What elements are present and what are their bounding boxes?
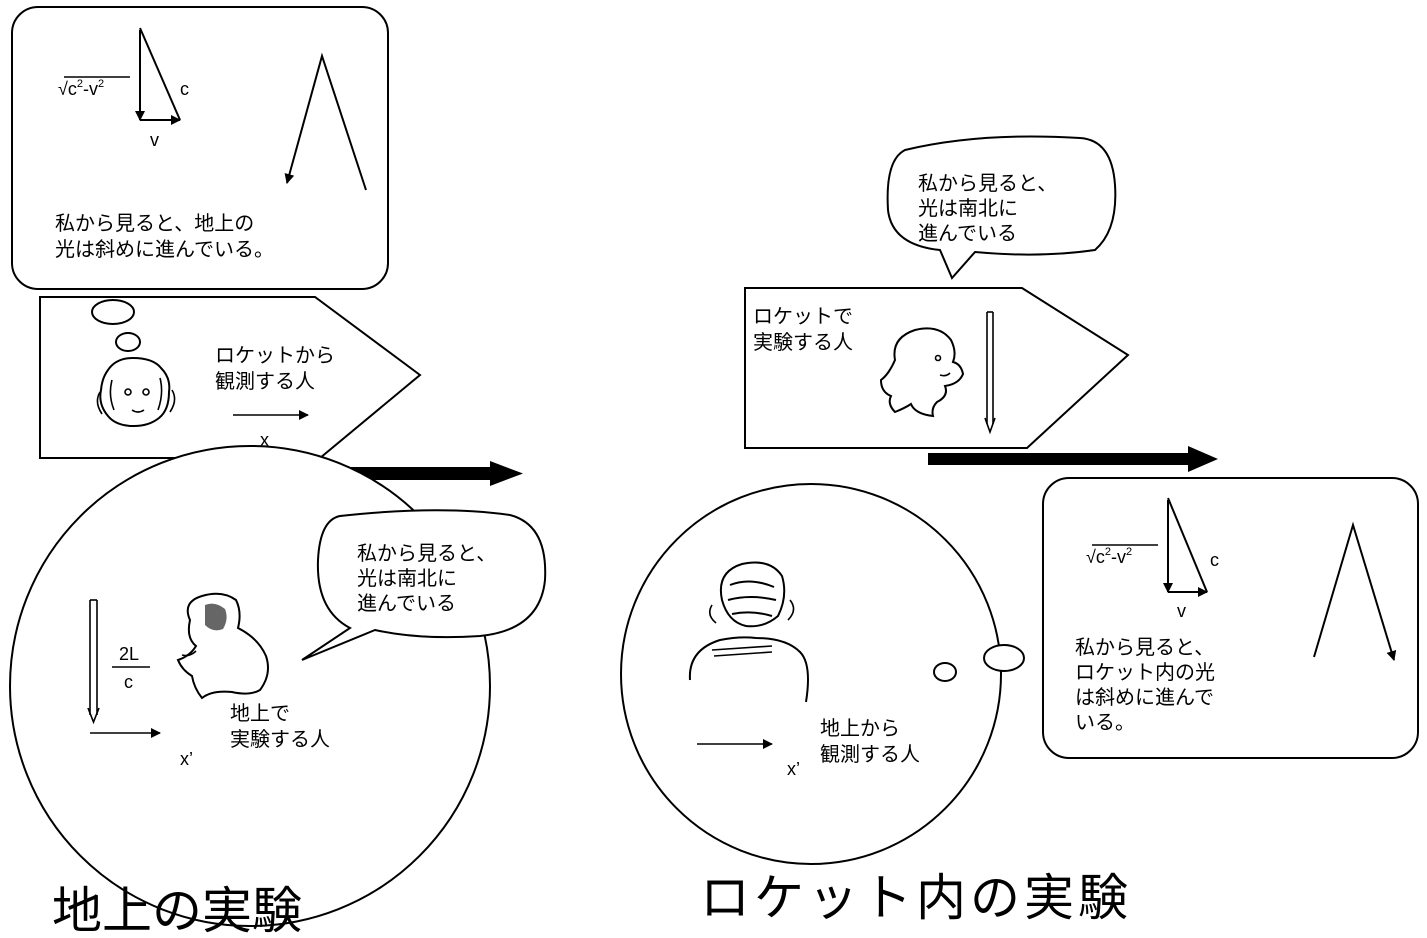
rocket-experimenter-label-1: ロケットで — [753, 304, 853, 328]
hyp-label: c — [180, 79, 189, 99]
base-label: v — [150, 130, 159, 150]
ground-observer-label-2: 観測する人 — [820, 742, 920, 766]
right-base-label: v — [1177, 601, 1186, 621]
right-hyp-label: c — [1210, 550, 1219, 570]
rocket-axis-label: x — [260, 430, 269, 450]
left-caption: 地上の実験 — [52, 882, 302, 938]
right-box-text-3: は斜めに進んで — [1075, 685, 1214, 709]
right-caption: ロケット内の実験 — [700, 869, 1132, 927]
right-triangle-diagram: √c2-v2 c v — [1086, 497, 1219, 621]
ground-observer-label-1: 地上から — [820, 716, 900, 740]
left-box-text-2: 光は斜めに進んでいる。 — [55, 237, 274, 261]
left-speech-bubble — [301, 509, 547, 661]
time-denominator: c — [124, 672, 133, 692]
left-bubble-text-1: 私から見ると、 — [357, 541, 496, 565]
rocket-observer-label-2: 観測する人 — [215, 369, 315, 393]
right-ground-circle — [620, 483, 1002, 865]
ground-experimenter-label-2: 実験する人 — [230, 727, 330, 751]
right-bubble-text-2: 光は南北に — [918, 196, 1018, 220]
rocket-experimenter-label-2: 実験する人 — [753, 330, 853, 354]
right-rocket-shape — [744, 287, 1130, 449]
right-sqrt-expression: √c2-v2 — [1086, 546, 1132, 567]
right-velocity-arrow — [928, 446, 1218, 472]
left-bubble-text-2: 光は南北に — [357, 566, 457, 590]
right-thought-bubble-small — [933, 662, 957, 682]
left-light-beam — [87, 599, 100, 725]
sqrt-expression: √c2-v2 — [58, 78, 104, 99]
right-ground-axis-label: x’ — [787, 759, 800, 779]
right-explanation-box — [1042, 477, 1419, 759]
right-box-text-2: ロケット内の光 — [1075, 660, 1215, 684]
left-zigzag-path — [284, 52, 367, 191]
ground-axis-label: x’ — [180, 749, 193, 769]
right-box-text-4: いる。 — [1075, 710, 1135, 734]
thought-bubble-large — [91, 299, 135, 325]
right-thought-bubble-large — [983, 644, 1025, 672]
left-bubble-text-3: 進んでいる — [357, 591, 456, 615]
right-bubble-text-1: 私から見ると、 — [918, 171, 1057, 195]
rocket-observer-label-1: ロケットから — [215, 343, 335, 367]
left-box-text-1: 私から見ると、地上の — [55, 211, 254, 235]
ground-experimenter-face-icon — [176, 592, 269, 700]
rocket-observer-face-icon — [96, 356, 176, 428]
rocket-experimenter-face-icon — [879, 327, 965, 418]
right-bubble-text-3: 進んでいる — [918, 221, 1017, 245]
thought-bubble-small — [115, 332, 141, 352]
right-zigzag-path — [1313, 521, 1397, 661]
right-speech-bubble — [886, 135, 1117, 280]
ground-experimenter-label-1: 地上で — [230, 701, 290, 725]
right-light-beam — [984, 311, 996, 435]
ground-observer-face-icon — [688, 561, 809, 703]
right-box-text-1: 私から見ると、 — [1075, 635, 1214, 659]
time-numerator: 2L — [119, 644, 139, 664]
left-triangle-diagram: √c2-v2 c v — [58, 27, 189, 150]
